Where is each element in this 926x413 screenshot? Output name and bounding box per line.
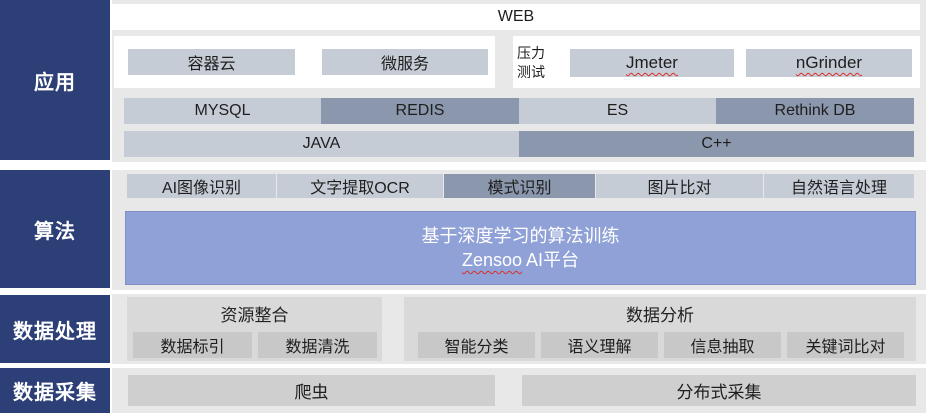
ai-platform-box: 基于深度学习的算法训练 Zensoo AI平台 [125,211,916,285]
db-redis-box: REDIS [321,98,519,124]
layer-label-data-collection: 数据采集 [0,368,110,413]
layer-label-algorithm: 算法 [0,170,110,288]
crawler-box: 爬虫 [128,375,495,406]
db-mysql-box: MYSQL [124,98,321,124]
algo-pattern-recognition: 模式识别 [444,174,595,198]
analysis-title: 数据分析 [626,306,694,325]
distributed-collection-box: 分布式采集 [522,375,916,406]
integration-title: 资源整合 [220,306,289,325]
ai-platform-suffix: AI平台 [522,250,580,270]
ngrinder-box: nGrinder [746,49,912,77]
db-es-box: ES [519,98,716,124]
smart-classification-box: 智能分类 [418,332,535,358]
ai-platform-line2: Zensoo AI平台 [462,248,579,272]
algo-image-recognition: AI图像识别 [127,174,276,198]
layer-label-application: 应用 [0,0,110,160]
algo-image-compare: 图片比对 [596,174,763,198]
web-bar: WEB [112,4,920,30]
layer-label-data-processing: 数据处理 [0,295,110,363]
algo-nlp: 自然语言处理 [764,174,914,198]
jmeter-label: Jmeter [626,53,678,72]
db-rethinkdb-box: Rethink DB [716,98,914,124]
container-cloud-box: 容器云 [128,49,295,75]
algo-ocr: 文字提取OCR [277,174,443,198]
data-cleaning-box: 数据清洗 [258,332,377,358]
semantic-understanding-box: 语义理解 [541,332,658,358]
pressure-test-label: 压力 测试 [517,45,545,80]
lang-java-box: JAVA [124,131,519,157]
keyword-comparison-box: 关键词比对 [787,332,904,358]
zensoo-word: Zensoo [461,250,523,270]
data-indexing-box: 数据标引 [133,332,252,358]
ai-platform-line1: 基于深度学习的算法训练 [421,226,620,246]
jmeter-box: Jmeter [570,49,734,77]
microservice-box: 微服务 [322,49,488,75]
information-extraction-box: 信息抽取 [664,332,781,358]
ngrinder-label: nGrinder [795,53,863,72]
lang-cpp-box: C++ [519,131,914,157]
